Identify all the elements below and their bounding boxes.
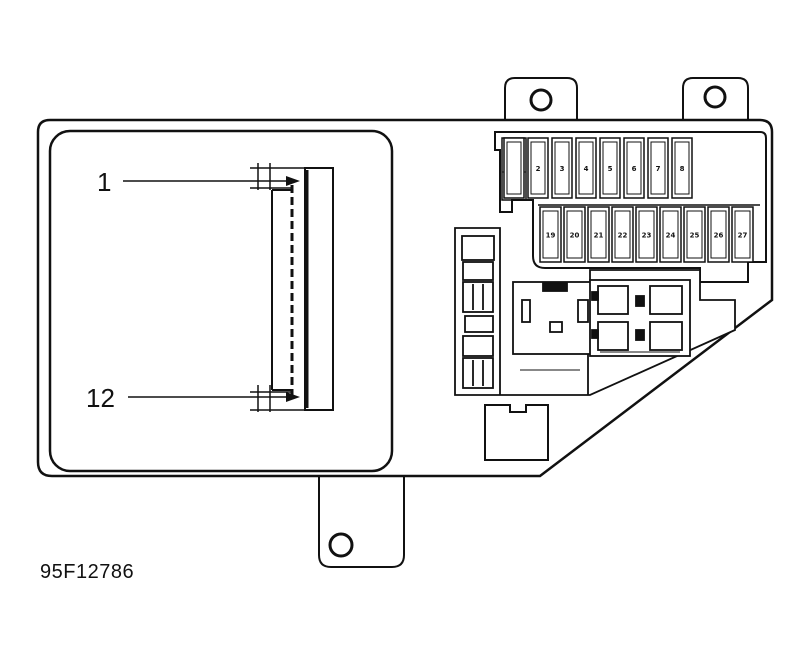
fuse-slot: [539, 206, 562, 263]
fuse-slot-inner: [554, 141, 570, 195]
fuse-slot-inner: [566, 210, 583, 259]
fuse-slot: [575, 137, 597, 199]
fuse-label: 5: [608, 165, 613, 173]
fuse-slot: [635, 206, 658, 263]
fuse-label: 25: [690, 232, 700, 240]
fuse-label: 2: [536, 165, 541, 173]
fuse-slot: [707, 206, 730, 263]
fuse-slot-inner: [686, 210, 703, 259]
callout-arrow-12: [128, 392, 300, 402]
fuse-slot-inner: [674, 141, 690, 195]
fuse-slot: [659, 206, 682, 263]
fuse-label: 22: [618, 232, 628, 240]
fuse-slot-inner: [602, 141, 618, 195]
fuse-slot-inner: [578, 141, 594, 195]
fuse-slot-inner: [650, 141, 666, 195]
fuse-label: 24: [666, 232, 676, 240]
relay-block-right: [589, 279, 691, 357]
small-connector: [484, 404, 549, 461]
fuse-slot-inner: [530, 141, 546, 195]
fuse-label: 7: [656, 165, 661, 173]
callout-arrow-1: [123, 176, 300, 186]
fuse-slot: [563, 206, 586, 263]
mounting-tab-top-right: [682, 77, 749, 122]
fuse-slot-inner: [506, 141, 522, 195]
fuse-slot: [623, 137, 645, 199]
fuse-slot: [671, 137, 693, 199]
fuse-label: 23: [642, 232, 652, 240]
fuse-slot-inner: [734, 210, 751, 259]
relay-block-center: [512, 281, 594, 371]
fuse-slot-inner: [626, 141, 642, 195]
mounting-tab-top-left: [504, 77, 578, 122]
mounting-tab-bottom: [318, 476, 405, 568]
fuse-slot-inner: [638, 210, 655, 259]
fuse-slot: [683, 206, 706, 263]
fuse-label: 4: [584, 165, 589, 173]
fuse-label: 6: [632, 165, 637, 173]
fuse-bottom-row: 19 20 21 22 23 24 25 26 27: [539, 206, 754, 263]
fuse-slot-inner: [662, 210, 679, 259]
fuse-slot-inner: [710, 210, 727, 259]
fuse-label: 21: [594, 232, 604, 240]
figure-id-label: 95F12786: [40, 561, 135, 583]
fuse-label: 20: [570, 232, 580, 240]
fuse-slot: [599, 137, 621, 199]
fuse-label: 3: [560, 165, 565, 173]
fuse-top-row: 2 3 4 5 6 7 8: [503, 137, 693, 199]
fuse-slot-inner: [542, 210, 559, 259]
fuse-slot: [527, 137, 549, 199]
fuse-slot-inner: [614, 210, 631, 259]
fuse-slot-inner: [590, 210, 607, 259]
fuse-label: 8: [680, 165, 685, 173]
callout-label-12: 12: [86, 383, 115, 413]
fuse-slot: [647, 137, 669, 199]
fuse-slot: [551, 137, 573, 199]
fuse-label: 26: [714, 232, 724, 240]
fuse-slot: [587, 206, 610, 263]
fuse-label: 27: [738, 232, 748, 240]
cover-connector: [250, 163, 334, 412]
fuse-slot: [503, 137, 525, 199]
callout-label-1: 1: [97, 167, 111, 197]
fuse-label: 19: [546, 232, 556, 240]
fuse-slot: [611, 206, 634, 263]
fuse-slot: [731, 206, 754, 263]
